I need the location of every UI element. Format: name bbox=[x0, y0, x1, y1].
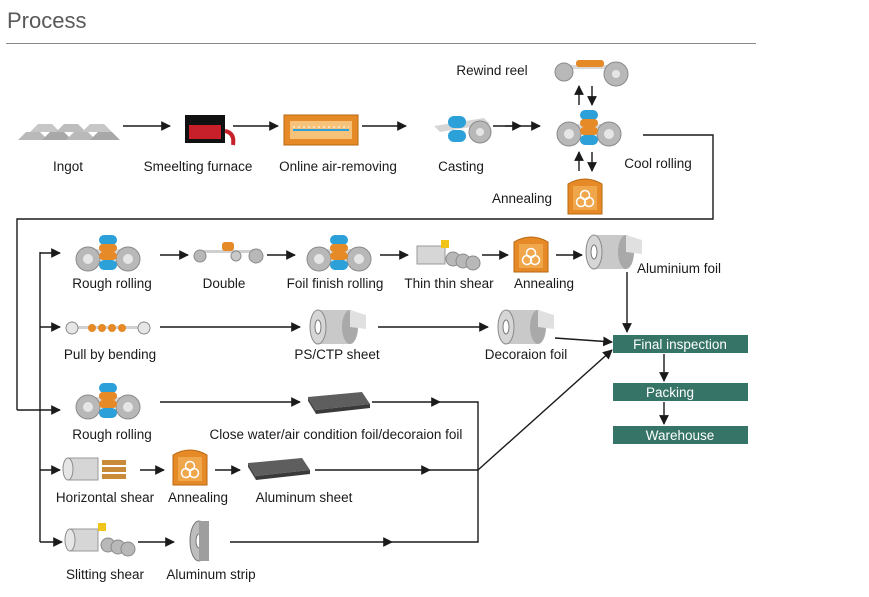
title-divider bbox=[6, 43, 756, 44]
annealing-label-row5: Annealing bbox=[168, 490, 228, 505]
ingot-label: Ingot bbox=[53, 159, 83, 174]
foil-roll-icon bbox=[497, 309, 555, 345]
ingot-icon bbox=[18, 124, 120, 140]
bending-icon bbox=[65, 321, 151, 335]
smelting-furnace-label: Smeelting furnace bbox=[144, 159, 253, 174]
ps-ctp-sheet-label: PS/CTP sheet bbox=[294, 347, 380, 362]
flow-connector bbox=[16, 134, 714, 410]
slitting-shear-icon bbox=[64, 523, 136, 557]
sheet-icon bbox=[248, 458, 310, 480]
flow-arrow bbox=[554, 336, 613, 347]
casting-label: Casting bbox=[438, 159, 484, 174]
page-header: Process bbox=[0, 0, 869, 50]
annealing-label-top: Annealing bbox=[492, 191, 552, 206]
horizontal-shear-label: Horizontal shear bbox=[56, 490, 155, 505]
furnace-icon bbox=[185, 115, 236, 146]
horizontal-shear-icon bbox=[62, 457, 126, 481]
rough-rolling-mill-icon bbox=[75, 234, 141, 272]
double-label: Double bbox=[203, 276, 246, 291]
flow-connector bbox=[392, 470, 479, 543]
final-inspection-box: Final inspection bbox=[613, 335, 748, 353]
foil-finish-rolling-mill-icon bbox=[306, 234, 372, 272]
aluminum-strip-label: Aluminum strip bbox=[166, 567, 255, 582]
thin-shear-icon bbox=[416, 240, 481, 271]
aluminium-foil-label: Aluminium foil bbox=[637, 261, 721, 276]
foil-finish-rolling-label: Foil finish rolling bbox=[287, 276, 384, 291]
slitting-shear-label: Slitting shear bbox=[66, 567, 145, 582]
flow-connector bbox=[440, 401, 479, 470]
annealing-furnace-icon bbox=[172, 449, 208, 486]
rewind-reel-label: Rewind reel bbox=[456, 63, 527, 78]
pull-by-bending-label: Pull by bending bbox=[64, 347, 156, 362]
annealing-furnace-icon bbox=[513, 236, 549, 273]
page-title: Process bbox=[7, 8, 87, 33]
aluminum-sheet-label: Aluminum sheet bbox=[256, 490, 353, 505]
foil-roll-icon bbox=[309, 309, 367, 345]
cool-rolling-mill-icon bbox=[556, 109, 622, 147]
annealing-furnace-icon bbox=[567, 178, 603, 215]
rough-rolling-label-row4: Rough rolling bbox=[72, 427, 152, 442]
casting-roller-icon bbox=[434, 116, 492, 144]
close-water-foil-label: Close water/air condition foil/decoraion… bbox=[210, 427, 463, 442]
warehouse-label: Warehouse bbox=[646, 428, 715, 443]
rewind-reel-icon bbox=[554, 60, 629, 87]
warehouse-box: Warehouse bbox=[613, 426, 748, 444]
rough-rolling-mill-icon bbox=[75, 382, 141, 420]
final-inspection-label: Final inspection bbox=[633, 337, 727, 352]
air-removing-icon bbox=[283, 114, 359, 146]
double-icon bbox=[193, 242, 264, 264]
cool-rolling-label: Cool rolling bbox=[624, 156, 692, 171]
sheet-icon bbox=[308, 392, 370, 414]
decoration-foil-label: Decoraion foil bbox=[485, 347, 568, 362]
annealing-label-row2: Annealing bbox=[514, 276, 574, 291]
flow-arrow bbox=[477, 349, 613, 471]
packing-box: Packing bbox=[613, 383, 748, 401]
foil-roll-icon bbox=[585, 234, 643, 270]
online-air-removing-label: Online air-removing bbox=[279, 159, 397, 174]
strip-icon bbox=[189, 520, 209, 562]
packing-label: Packing bbox=[646, 385, 694, 400]
rough-rolling-label: Rough rolling bbox=[72, 276, 152, 291]
thin-thin-shear-label: Thin thin shear bbox=[404, 276, 494, 291]
